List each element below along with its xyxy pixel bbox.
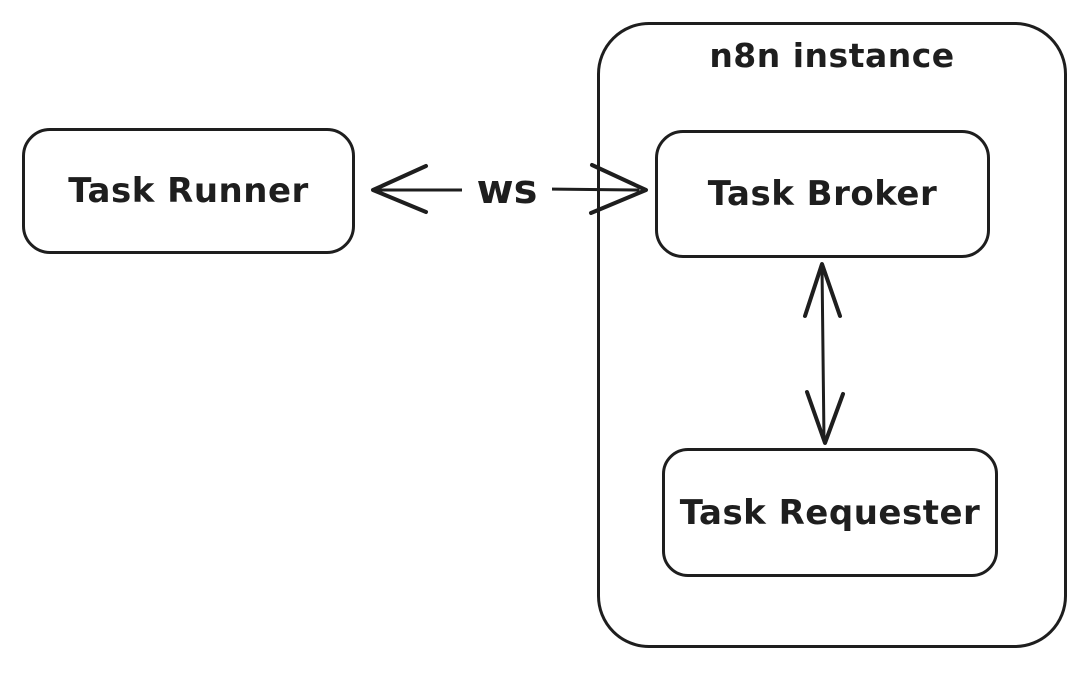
task-runner-label: Task Runner	[68, 171, 309, 211]
n8n-instance-label: n8n instance	[709, 36, 955, 75]
n8n-instance-container	[597, 22, 1067, 648]
task-broker-node: Task Broker	[655, 130, 990, 258]
task-broker-label: Task Broker	[707, 174, 938, 214]
ws-edge-label: ws	[462, 164, 552, 216]
task-requester-label: Task Requester	[679, 492, 981, 533]
task-runner-node: Task Runner	[22, 128, 355, 254]
task-requester-node: Task Requester	[662, 448, 998, 577]
